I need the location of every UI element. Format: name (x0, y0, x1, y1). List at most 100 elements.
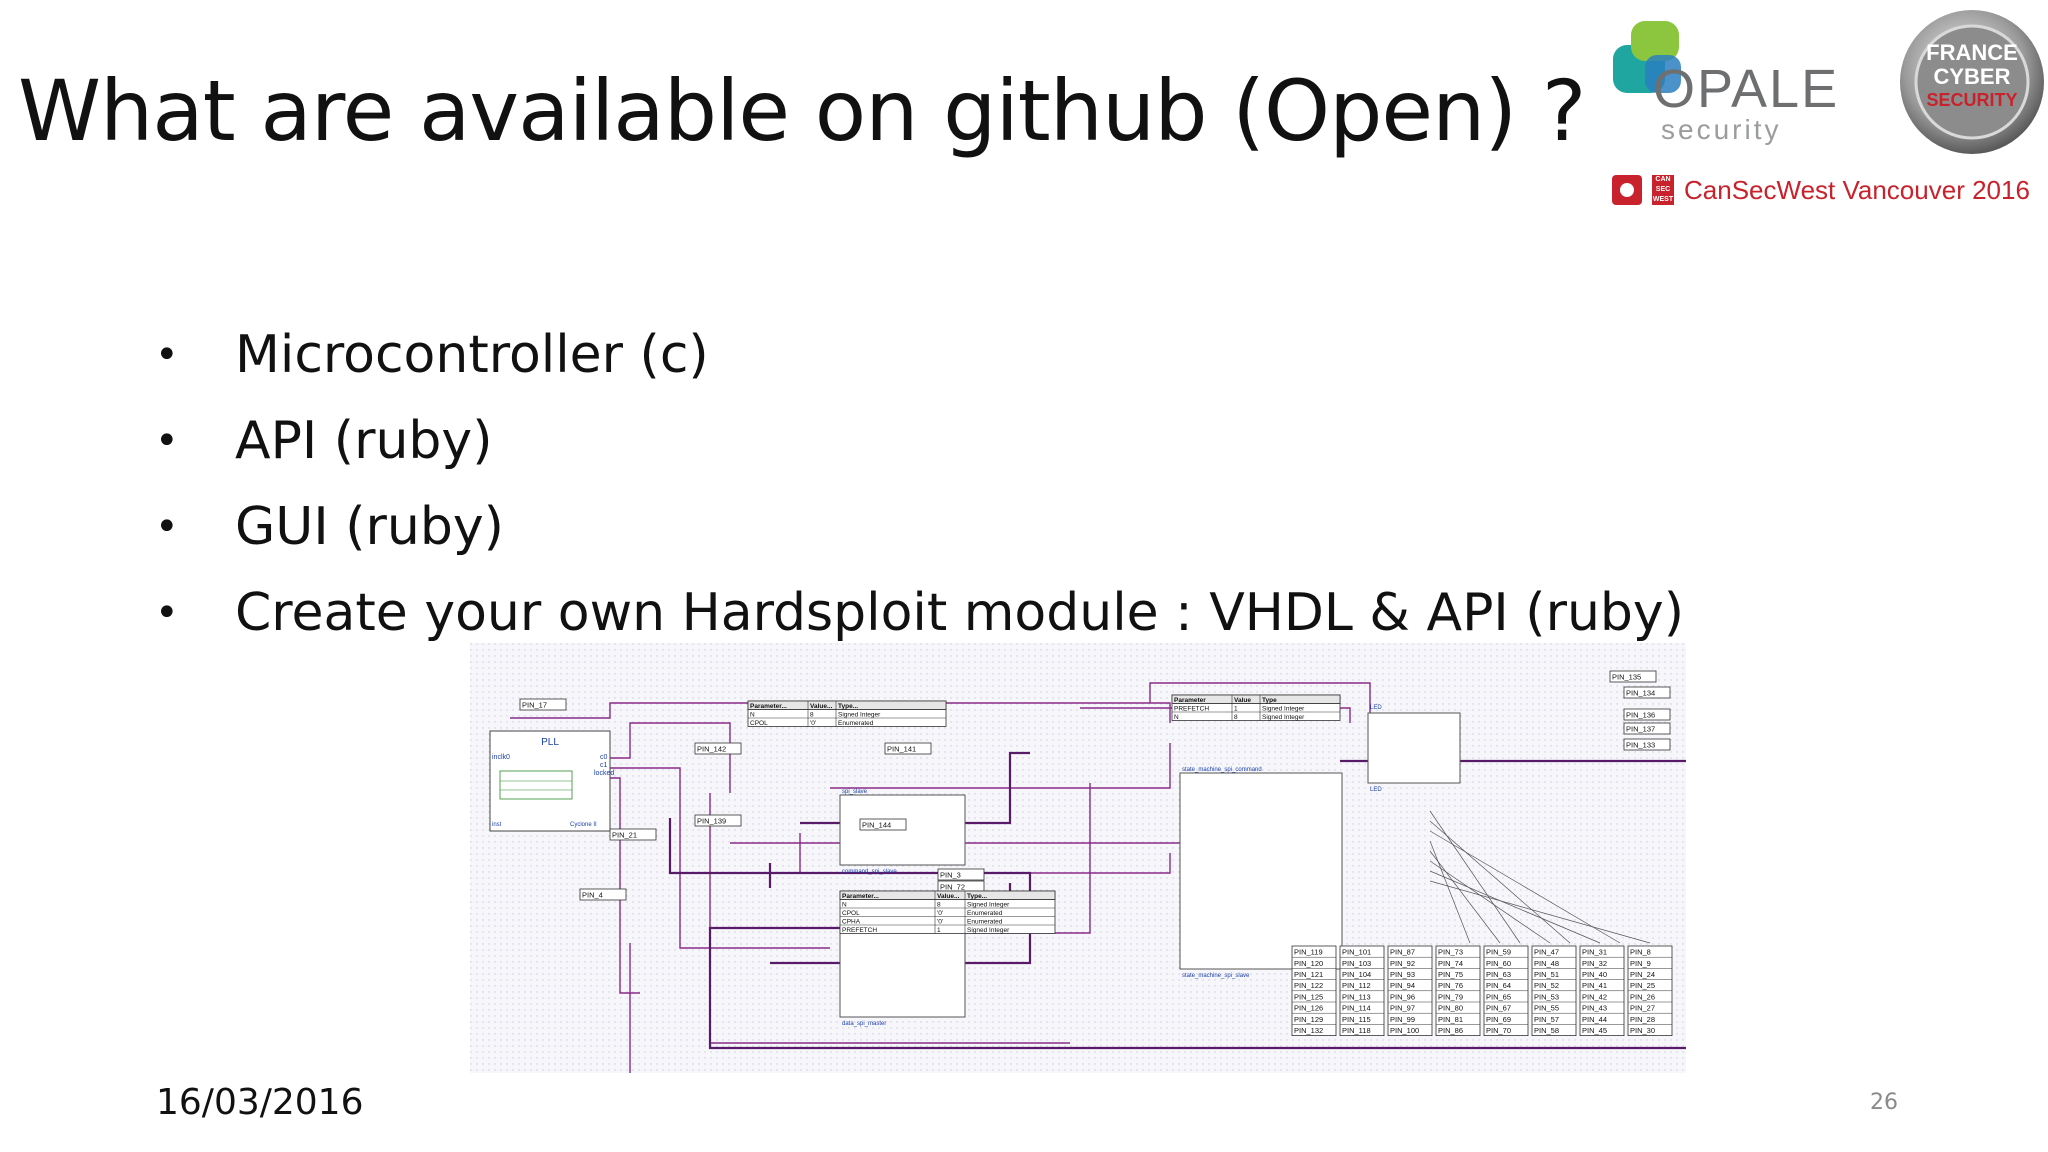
bullet-text: Create your own Hardsploit module : VHDL… (235, 583, 1684, 643)
bullet-item: • GUI (ruby) (155, 484, 1684, 570)
pin-label-pin-21: PIN_21 (609, 828, 657, 841)
svg-text:8: 8 (810, 711, 814, 718)
svg-text:Type: Type (1262, 697, 1277, 704)
svg-text:PIN_134: PIN_134 (1626, 689, 1655, 698)
pin-grid-cell: PIN_63 (1486, 970, 1511, 979)
opale-security-logo: OPALE security (1613, 21, 1837, 145)
pin-grid-cell: PIN_70 (1486, 1026, 1511, 1035)
svg-text:PIN_72: PIN_72 (940, 883, 965, 892)
pin-grid-cell: PIN_114 (1342, 1004, 1371, 1013)
france-cyber-security-seal: FRANCE CYBER SECURITY (1900, 10, 2044, 154)
svg-text:c0: c0 (600, 754, 608, 761)
pin-grid-cell: PIN_43 (1582, 1004, 1607, 1013)
bullet-item: •Microcontroller (c) (155, 312, 1684, 398)
pin-label-pin-142: PIN_142 (694, 742, 742, 755)
bullet-item: •API (ruby) (155, 398, 1684, 484)
svg-text:command_spi_slave: command_spi_slave (842, 869, 897, 875)
svg-text:Value...: Value... (810, 703, 833, 710)
pin-label-pin-4: PIN_4 (579, 888, 627, 901)
pin-grid-cell: PIN_30 (1630, 1026, 1655, 1035)
bullet-text: API (ruby) (235, 411, 493, 471)
pin-grid-cell: PIN_55 (1534, 1004, 1559, 1013)
svg-text:Type...: Type... (838, 703, 858, 710)
pin-grid-cell: PIN_76 (1438, 981, 1463, 990)
pin-grid-column: PIN_101PIN_103PIN_104PIN_112PIN_113PIN_1… (1339, 945, 1385, 1036)
svg-text:PIN_141: PIN_141 (887, 745, 916, 754)
pin-grid-column: PIN_73PIN_74PIN_75PIN_76PIN_79PIN_80PIN_… (1435, 945, 1481, 1036)
svg-text:Signed Integer: Signed Integer (1262, 714, 1305, 721)
pin-grid-cell: PIN_121 (1294, 970, 1323, 979)
svg-text:PIN_3: PIN_3 (940, 871, 961, 880)
pin-grid-cell: PIN_57 (1534, 1015, 1559, 1024)
pin-grid-cell: PIN_28 (1630, 1015, 1655, 1024)
svg-text:locked: locked (594, 770, 614, 777)
svg-text:inst: inst (492, 822, 502, 828)
svg-text:Enumerated: Enumerated (967, 918, 1003, 925)
pin-label-pin-3: PIN_3 (937, 868, 985, 881)
svg-text:inclk0: inclk0 (492, 754, 510, 761)
svg-text:Value...: Value... (937, 893, 960, 900)
slide-title: What are available on github (Open) ? (18, 62, 1586, 160)
svg-text:8: 8 (1234, 714, 1238, 721)
pin-grid-cell: PIN_42 (1582, 992, 1607, 1001)
pin-grid-cell: PIN_59 (1486, 948, 1511, 957)
pin-grid-cell: PIN_45 (1582, 1026, 1607, 1035)
svg-text:'0': '0' (937, 918, 943, 925)
svg-text:PREFETCH: PREFETCH (842, 927, 877, 934)
svg-text:PIN_137: PIN_137 (1626, 725, 1655, 734)
pin-grid-cell: PIN_119 (1294, 948, 1323, 957)
pin-label-pin-135: PIN_135 (1609, 670, 1657, 683)
pin-grid-cell: PIN_75 (1438, 970, 1463, 979)
pin-grid-cell: PIN_27 (1630, 1004, 1655, 1013)
pin-grid-cell: PIN_26 (1630, 992, 1655, 1001)
pin-grid-cell: PIN_125 (1294, 992, 1323, 1001)
svg-text:Cyclone II: Cyclone II (570, 822, 597, 828)
pin-grid-cell: PIN_48 (1534, 959, 1559, 968)
pin-grid-cell: PIN_103 (1342, 959, 1371, 968)
svg-text:PIN_4: PIN_4 (582, 891, 603, 900)
pin-grid-layer: PIN_119PIN_120PIN_121PIN_122PIN_125PIN_1… (1291, 945, 1673, 1036)
pin-grid-cell: PIN_40 (1582, 970, 1607, 979)
svg-text:PLL: PLL (541, 737, 559, 748)
pin-grid-cell: PIN_122 (1294, 981, 1323, 990)
opale-subtitle: security (1661, 114, 1781, 145)
svg-text:PIN_142: PIN_142 (697, 745, 726, 754)
pin-grid-column: PIN_87PIN_92PIN_93PIN_94PIN_96PIN_97PIN_… (1387, 945, 1433, 1036)
pin-label-pin-137: PIN_137 (1623, 722, 1671, 735)
pin-grid-cell: PIN_24 (1630, 970, 1655, 979)
bullet-text: GUI (ruby) (235, 497, 504, 557)
cansecwest-icon (1612, 175, 1642, 205)
pin-grid-cell: PIN_25 (1630, 981, 1655, 990)
pin-grid-cell: PIN_60 (1486, 959, 1511, 968)
bullet-dot: • (155, 504, 179, 550)
bullet-item: •Create your own Hardsploit module : VHD… (155, 570, 1684, 656)
pin-grid-cell: PIN_32 (1582, 959, 1607, 968)
cansecwest-label: CanSecWest Vancouver 2016 (1684, 174, 2030, 205)
pin-grid-cell: PIN_126 (1294, 1004, 1323, 1013)
pin-grid-cell: PIN_51 (1534, 970, 1559, 979)
pin-grid-cell: PIN_79 (1438, 992, 1463, 1001)
svg-text:PIN_135: PIN_135 (1612, 673, 1641, 682)
svg-text:spi_slave: spi_slave (842, 789, 868, 795)
pin-grid-column: PIN_59PIN_60PIN_63PIN_64PIN_65PIN_67PIN_… (1483, 945, 1529, 1036)
pin-grid-cell: PIN_100 (1390, 1026, 1419, 1035)
svg-text:FRANCE: FRANCE (1926, 40, 2018, 65)
svg-text:Value: Value (1234, 697, 1251, 704)
pin-grid-column: PIN_8PIN_9PIN_24PIN_25PIN_26PIN_27PIN_28… (1627, 945, 1673, 1036)
pin-grid-column: PIN_119PIN_120PIN_121PIN_122PIN_125PIN_1… (1291, 945, 1337, 1036)
svg-text:CPOL: CPOL (842, 910, 860, 917)
pin-grid-cell: PIN_8 (1630, 948, 1651, 957)
pin-grid-cell: PIN_99 (1390, 1015, 1415, 1024)
pin-grid-cell: PIN_47 (1534, 948, 1559, 957)
svg-text:N: N (1174, 714, 1179, 721)
pin-grid-cell: PIN_64 (1486, 981, 1511, 990)
led-block: LED LED (1367, 705, 1461, 793)
pin-grid-cell: PIN_115 (1342, 1015, 1371, 1024)
svg-text:Signed Integer: Signed Integer (838, 711, 881, 718)
pin-grid-cell: PIN_93 (1390, 970, 1415, 979)
svg-text:CPHA: CPHA (842, 918, 861, 925)
pin-label-pin-133: PIN_133 (1623, 738, 1671, 751)
